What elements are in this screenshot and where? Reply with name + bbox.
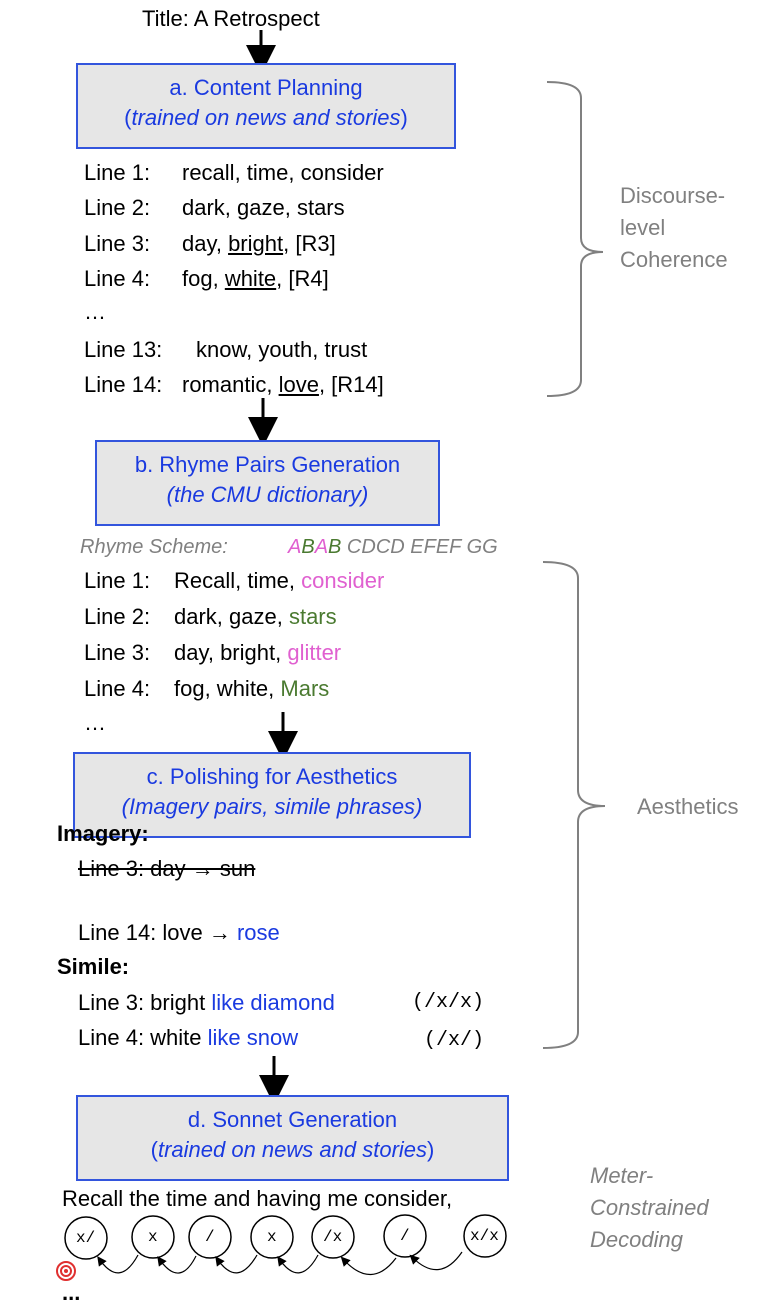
sonnet-line: Recall the time and having me consider, [62, 1186, 453, 1211]
meter-circle-label: /x [323, 1228, 343, 1246]
step-d-sub: (trained on news and stories) [150, 1137, 435, 1162]
rhyme-line-4: Line 4:fog, white, Mars [84, 676, 330, 701]
title: Title: A Retrospect [142, 6, 320, 31]
rhyme-scheme: Rhyme Scheme:ABAB CDCD EFEF GG [80, 536, 498, 558]
plan-line-2: Line 2:dark, gaze, stars [84, 195, 345, 220]
meter-circle-label: / [205, 1228, 215, 1246]
rhyme-ellipsis: … [84, 710, 106, 735]
step-b-label: b. Rhyme Pairs Generation [134, 452, 401, 477]
step-d-label: d. Sonnet Generation [187, 1107, 398, 1132]
meter-circle-label: x [267, 1228, 277, 1246]
rhyme-line-3: Line 3:day, bright, glitter [84, 640, 342, 665]
imagery-heading: Imagery: [57, 821, 149, 846]
imagery-line-14: Line 14: love → rose [78, 920, 280, 945]
plan-line-13: Line 13:know, youth, trust [84, 337, 368, 362]
meter-circle-label: x [148, 1228, 158, 1246]
simile-line-3: Line 3: bright like diamond [78, 990, 335, 1015]
rhyme-line-1: Line 1:Recall, time, consider [84, 568, 385, 593]
rhyme-line-2: Line 2:dark, gaze, stars [84, 604, 337, 629]
plan-line-1: Line 1:recall, time, consider [84, 160, 384, 185]
step-c-sub: (Imagery pairs, simile phrases) [121, 794, 423, 819]
step-a-label: a. Content Planning [169, 75, 363, 100]
meter-circle-label: / [400, 1227, 410, 1245]
plan-line-14: Line 14:romantic, love, [R14] [84, 372, 384, 397]
plan-line-4: Line 4:fog, white, [R4] [84, 266, 329, 291]
step-c-box: c. Polishing for Aesthetics (Imagery pai… [73, 752, 471, 838]
decoding-arcs [97, 1251, 463, 1276]
imagery-line-3: Line 3: day → sun [78, 856, 256, 881]
step-d-box: d. Sonnet Generation (trained on news an… [76, 1095, 509, 1181]
simile-heading: Simile: [57, 954, 130, 979]
aesthetics-label: Aesthetics [637, 794, 739, 819]
simile-line-3-meter: (/x/x) [412, 991, 485, 1014]
step-a-box: a. Content Planning (trained on news and… [76, 63, 456, 149]
meter-circles [64, 1214, 507, 1260]
step-b-box: b. Rhyme Pairs Generation (the CMU dicti… [95, 440, 440, 526]
discourse-bracket [546, 81, 604, 397]
plan-line-3: Line 3:day, bright, [R3] [84, 231, 336, 256]
step-b-sub: (the CMU dictionary) [166, 482, 369, 507]
meter-circle-label: x/ [76, 1229, 96, 1247]
meter-label: Meter- Constrained Decoding [590, 1163, 709, 1252]
step-c-label: c. Polishing for Aesthetics [146, 764, 398, 789]
meter-circle-label: x/x [470, 1227, 499, 1245]
simile-line-4-meter: (/x/) [424, 1029, 485, 1052]
step-a-sub: (trained on news and stories) [124, 105, 408, 130]
plan-ellipsis: … [84, 299, 106, 324]
aesthetics-bracket [542, 561, 606, 1049]
simile-line-4: Line 4: white like snow [78, 1025, 299, 1050]
discourse-label: Discourse- level Coherence [620, 183, 728, 272]
target-icon [56, 1261, 76, 1281]
ellipsis: ... [62, 1280, 81, 1305]
